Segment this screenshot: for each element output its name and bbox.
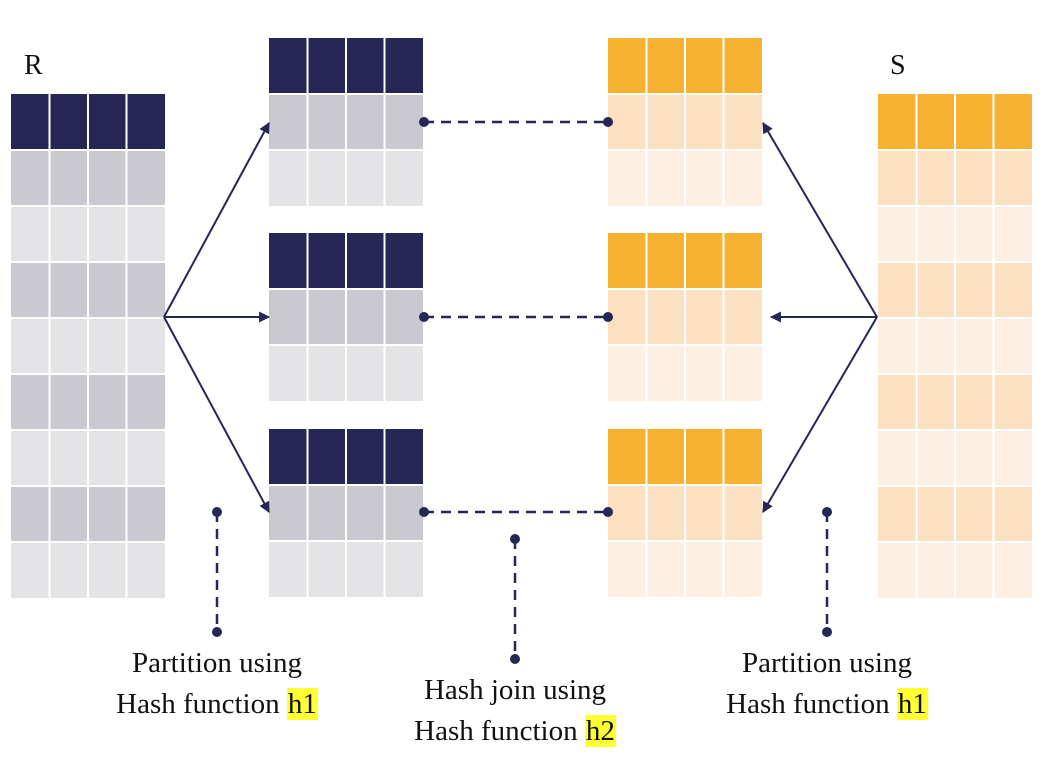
tables-layer [11, 38, 1032, 598]
caption-hash-join-line2: Hash function h2 [414, 711, 616, 752]
arrow-r-partition-1 [163, 122, 270, 318]
callout-partition-s-top-dot [822, 507, 832, 517]
caption-partition-s-line1: Partition using [742, 647, 912, 679]
join-link-3-start-dot [419, 507, 429, 517]
caption-partition-s: Partition using Hash function h1 [726, 643, 928, 725]
table-s [878, 94, 1032, 598]
caption-partition-s-prefix: Hash function [726, 688, 897, 720]
caption-partition-r-line2: Hash function h1 [116, 684, 318, 725]
hash-fn-h1-highlight: h1 [286, 688, 318, 720]
table-r [11, 94, 165, 598]
caption-partition-s-line2: Hash function h1 [726, 684, 928, 725]
partition-r-3 [269, 429, 423, 597]
arrow-s-partition-1 [762, 122, 878, 318]
arrow-s-partition-3 [762, 316, 878, 513]
arrow-r-partition-3 [163, 316, 270, 513]
connectors-layer [163, 117, 878, 664]
caption-partition-r-prefix: Hash function [116, 688, 287, 720]
caption-hash-join: Hash join using Hash function h2 [414, 670, 616, 752]
caption-hash-join-line1: Hash join using [423, 674, 607, 706]
caption-hash-join-prefix: Hash function [414, 715, 585, 747]
join-link-1-end-dot [603, 117, 613, 127]
table-s-label: S [890, 50, 906, 81]
callout-hash-join-bottom-dot [510, 654, 520, 664]
caption-partition-r: Partition using Hash function h1 [116, 643, 318, 725]
callout-hash-join-top-dot [510, 534, 520, 544]
caption-partition-r-line1: Partition using [132, 647, 302, 679]
hash-fn-h1-highlight-right: h1 [896, 688, 928, 720]
partition-s-3 [608, 429, 762, 597]
partition-s-1 [608, 38, 762, 206]
partition-r-2 [269, 233, 423, 401]
callout-partition-r-top-dot [212, 507, 222, 517]
join-link-2-end-dot [603, 312, 613, 322]
join-link-3-end-dot [603, 507, 613, 517]
callout-partition-r-bottom-dot [212, 627, 222, 637]
join-link-2-start-dot [419, 312, 429, 322]
callout-partition-s-bottom-dot [822, 627, 832, 637]
hash-fn-h2-highlight: h2 [584, 715, 616, 747]
partition-s-2 [608, 233, 762, 401]
join-link-1-start-dot [419, 117, 429, 127]
table-r-label: R [24, 50, 43, 81]
partition-r-1 [269, 38, 423, 206]
